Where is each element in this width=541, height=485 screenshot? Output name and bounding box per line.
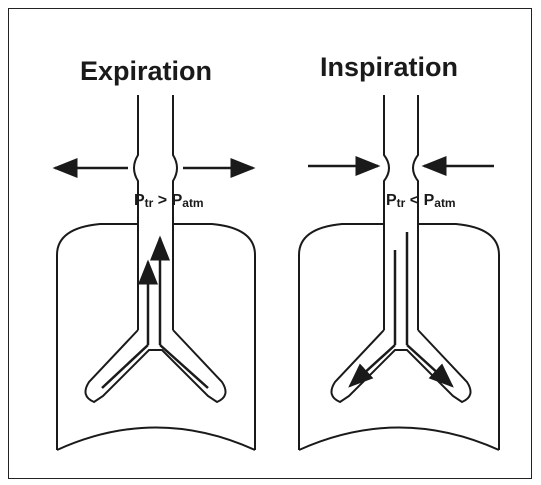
comparison-operator: <	[410, 192, 419, 209]
pressure-symbol: P	[134, 192, 145, 209]
chest-floor-right	[299, 428, 499, 451]
trachea-subscript: tr	[397, 196, 406, 210]
airflow-arrows-right	[350, 232, 452, 386]
expiration-title: Expiration	[80, 56, 212, 87]
pressure-symbol: P	[172, 192, 183, 209]
pressure-symbol: P	[424, 192, 435, 209]
bronchi-right	[331, 330, 470, 402]
atmosphere-subscript: atm	[182, 196, 203, 210]
pressure-symbol: P	[386, 192, 397, 209]
trachea-subscript: tr	[145, 196, 154, 210]
chest-wall-left	[57, 224, 255, 450]
airflow-arrows-left	[102, 238, 208, 388]
inspiration-pressure-label: Ptr < Patm	[386, 192, 456, 210]
inspiration-title: Inspiration	[320, 52, 458, 83]
chest-floor-left	[57, 428, 255, 451]
expiration-pressure-label: Ptr > Patm	[134, 192, 204, 210]
expiration-panel	[55, 95, 255, 450]
bronchi-left	[85, 330, 225, 402]
trachea-left	[134, 95, 177, 330]
comparison-operator: >	[158, 192, 167, 209]
trachea-right	[384, 95, 418, 330]
inspiration-panel	[299, 95, 499, 450]
chest-wall-right	[299, 224, 499, 450]
atmosphere-subscript: atm	[434, 196, 455, 210]
